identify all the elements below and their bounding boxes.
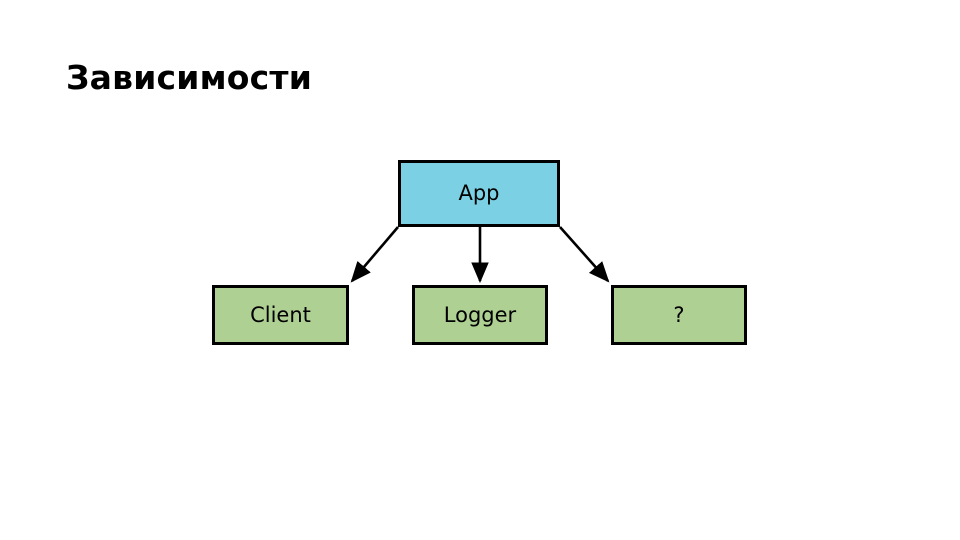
node-app[interactable]: App [398, 160, 560, 227]
page-title: Зависимости [66, 58, 313, 97]
node-client-label: Client [250, 302, 311, 327]
node-client[interactable]: Client [212, 285, 349, 345]
edge-app-to-client [350, 226, 399, 283]
node-unknown[interactable]: ? [611, 285, 747, 345]
node-unknown-label: ? [673, 302, 685, 327]
edge-app-to-unknown [559, 226, 610, 283]
node-app-label: App [458, 181, 500, 205]
node-logger-label: Logger [443, 302, 517, 327]
node-logger[interactable]: Logger [412, 285, 548, 345]
